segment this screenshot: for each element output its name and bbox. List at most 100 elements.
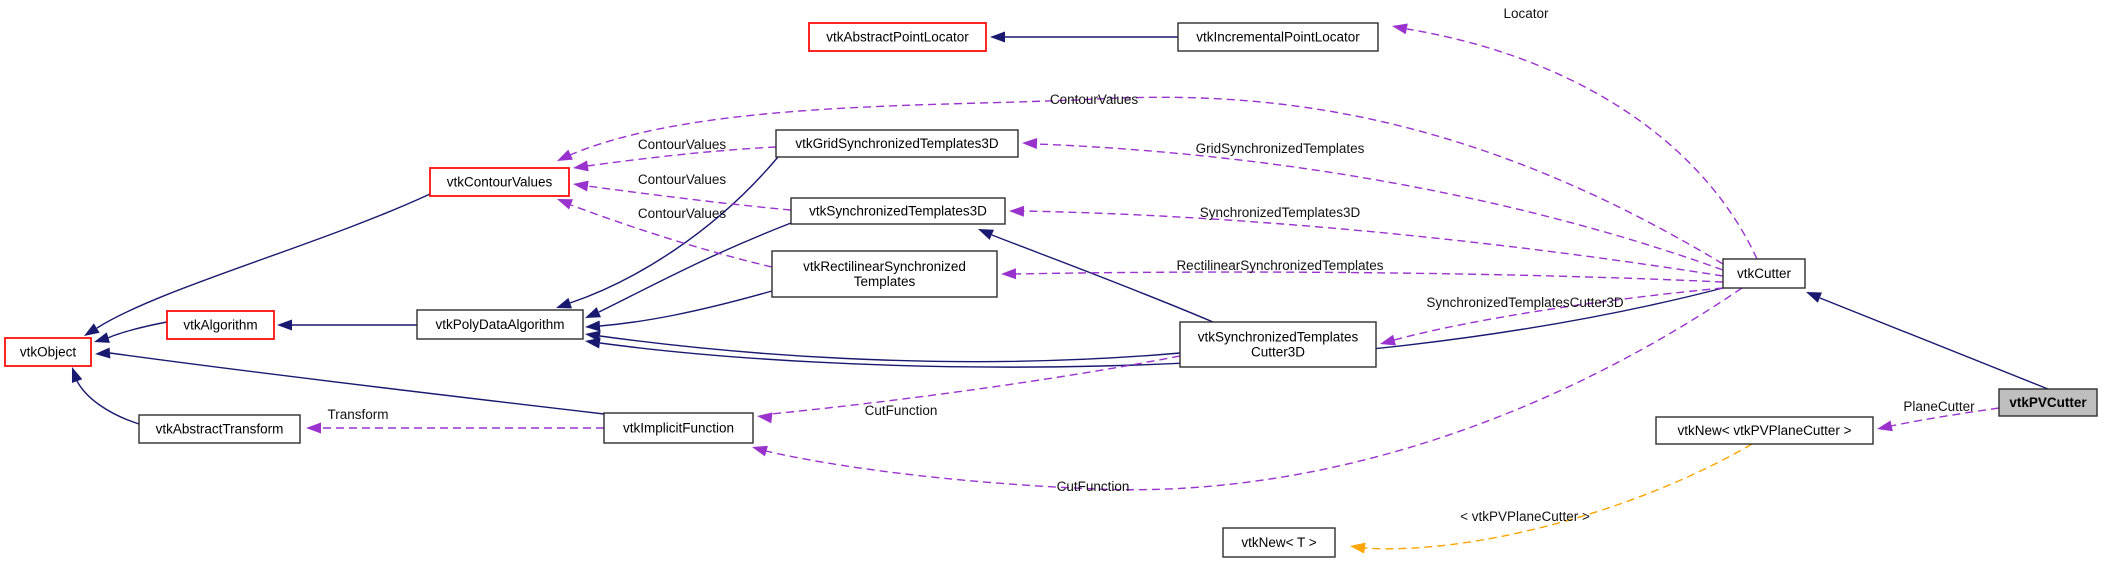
node-box[interactable] [1998, 388, 2098, 417]
node-vtkSynchronizedTemplates3D[interactable]: vtkSynchronizedTemplates3D [790, 197, 1006, 225]
arrowhead-icon [978, 229, 994, 240]
node-box[interactable] [808, 22, 987, 52]
edge-abstracttransform-inherits-object [71, 367, 140, 425]
arrowhead-icon [277, 319, 292, 331]
node-label-line: vtkIncrementalPointLocator [1196, 30, 1360, 45]
edge-label-cutter-uses-synchronizedtemplates3d: SynchronizedTemplates3D [1200, 205, 1361, 220]
edge-line-usage [765, 287, 1743, 491]
arrowhead-icon [1350, 542, 1366, 554]
arrowhead-icon [84, 323, 100, 336]
edge-synchronizedtemplatescutter3d-uses-cutfunction: CutFunction [757, 355, 1181, 424]
arrowhead-icon [557, 199, 573, 210]
edge-cutter-uses-cutfunction: CutFunction [752, 287, 1743, 494]
node-box[interactable] [1177, 22, 1379, 52]
edge-line-usage [770, 355, 1181, 415]
edge-rectilinearsynchronizedtemplates-inherits-polydataalgorithm [585, 290, 773, 332]
arrowhead-icon [1392, 23, 1408, 35]
edge-line-inheritance [598, 222, 792, 313]
node-label-line: vtkGridSynchronizedTemplates3D [795, 136, 999, 151]
node-box[interactable] [138, 414, 301, 444]
arrowhead-icon [1001, 268, 1017, 280]
edge-label-synchronizedtemplatescutter3d-uses-cutfunction: CutFunction [865, 403, 938, 418]
node-box[interactable] [771, 250, 998, 298]
node-vtkPVCutter[interactable]: vtkPVCutter [1998, 388, 2098, 417]
node-box[interactable] [1655, 416, 1874, 445]
edge-incrementalpointlocator-inherits-abstractpointlocator [990, 31, 1178, 43]
edge-implicitfunction-uses-transform: Transform [306, 407, 604, 434]
node-label: vtkAbstractPointLocator [826, 30, 969, 45]
node-label-line: Templates [854, 274, 916, 289]
edge-contourvalues-inherits-object [84, 193, 431, 336]
node-box[interactable] [416, 309, 584, 340]
arrowhead-icon [1380, 334, 1396, 346]
node-vtkPolyDataAlgorithm[interactable]: vtkPolyDataAlgorithm [416, 309, 584, 340]
edge-line-inheritance [96, 193, 431, 329]
node-vtkImplicitFunction[interactable]: vtkImplicitFunction [603, 412, 754, 444]
arrowhead-icon [71, 367, 83, 383]
node-label: vtkImplicitFunction [623, 421, 734, 436]
node-vtkAbstractTransform[interactable]: vtkAbstractTransform [138, 414, 301, 444]
edge-cutter-uses-locator: Locator [1392, 6, 1758, 260]
node-box[interactable] [790, 197, 1006, 225]
node-vtkAlgorithm[interactable]: vtkAlgorithm [166, 310, 275, 340]
node-vtkNew-vtkPVPlaneCutter[interactable]: vtkNew< vtkPVPlaneCutter > [1655, 416, 1874, 445]
node-vtkObject[interactable]: vtkObject [4, 337, 92, 367]
node-box[interactable] [775, 129, 1019, 158]
edge-line-usage [570, 204, 773, 268]
node-label-line: vtkCutter [1737, 266, 1792, 281]
edge-vtknew-instantiated-as-vtkpvplanecutter: < vtkPVPlaneCutter > [1350, 443, 1753, 554]
edge-label-vtknew-instantiated-as-vtkpvplanecutter: < vtkPVPlaneCutter > [1460, 509, 1590, 524]
edge-line-inheritance [109, 352, 605, 415]
edge-label-gridsynchronizedtemplates3d-uses-contourvalues: ContourValues [638, 137, 727, 152]
node-label: vtkCutter [1737, 266, 1792, 281]
arrowhead-icon [1806, 292, 1822, 303]
node-box[interactable] [4, 337, 92, 367]
edge-line-inheritance [991, 234, 1214, 323]
arrowhead-icon [1022, 138, 1038, 150]
arrowhead-icon [306, 422, 321, 434]
edge-label-cutter-uses-locator: Locator [1503, 6, 1549, 21]
edge-pvcutter-inherits-cutter [1806, 292, 2049, 390]
edge-line-inheritance [569, 156, 779, 304]
arrowhead-icon [1009, 205, 1025, 217]
node-vtkContourValues[interactable]: vtkContourValues [429, 167, 570, 197]
node-label: vtkIncrementalPointLocator [1196, 30, 1360, 45]
edge-label-pvcutter-uses-planecutter: PlaneCutter [1903, 399, 1975, 414]
edge-line-usage [586, 146, 777, 167]
edge-cutter-uses-gridsynchronizedtemplates: GridSynchronizedTemplates [1022, 138, 1724, 271]
node-label-line: vtkPolyDataAlgorithm [435, 317, 564, 332]
edge-cutter-uses-rectilinearsynchronizedtemplates: RectilinearSynchronizedTemplates [1001, 258, 1724, 283]
edge-rectilinearsynchronizedtemplates-uses-contourvalues: ContourValues [557, 199, 773, 268]
node-label-line: vtkAbstractPointLocator [826, 30, 969, 45]
node-box[interactable] [603, 412, 754, 444]
arrowhead-icon [573, 160, 589, 172]
node-box[interactable] [1179, 321, 1377, 368]
edge-cutter-inherits-polydataalgorithm [585, 287, 1724, 368]
node-box[interactable] [1722, 258, 1806, 289]
node-vtkCutter[interactable]: vtkCutter [1722, 258, 1806, 289]
node-label: vtkNew< T > [1241, 535, 1316, 550]
node-label-line: vtkImplicitFunction [623, 421, 734, 436]
edge-label-cutter-uses-synchronizedtemplatescutter3d: SynchronizedTemplatesCutter3D [1426, 295, 1624, 310]
node-vtkIncrementalPointLocator[interactable]: vtkIncrementalPointLocator [1177, 22, 1379, 52]
node-vtkNew-T[interactable]: vtkNew< T > [1222, 527, 1336, 558]
node-vtkAbstractPointLocator[interactable]: vtkAbstractPointLocator [808, 22, 987, 52]
arrowhead-icon [990, 31, 1005, 43]
edge-line-inheritance [107, 321, 168, 339]
edge-gridsynchronizedtemplates3d-uses-contourvalues: ContourValues [573, 137, 777, 172]
node-label: vtkPVCutter [2009, 395, 2087, 410]
node-box[interactable] [429, 167, 570, 197]
edge-cutter-uses-synchronizedtemplatescutter3d: SynchronizedTemplatesCutter3D [1380, 287, 1724, 346]
node-box[interactable] [1222, 527, 1336, 558]
node-label-line: vtkSynchronizedTemplates3D [809, 204, 987, 219]
edge-cutter-uses-synchronizedtemplates3d: SynchronizedTemplates3D [1009, 205, 1724, 277]
node-label-line: vtkNew< vtkPVPlaneCutter > [1677, 423, 1851, 438]
edge-label-rectilinearsynchronizedtemplates-uses-contourvalues: ContourValues [638, 206, 727, 221]
node-vtkGridSynchronizedTemplates3D[interactable]: vtkGridSynchronizedTemplates3D [775, 129, 1019, 158]
edge-cutter-uses-contourvalues: ContourValues [557, 92, 1724, 265]
node-box[interactable] [166, 310, 275, 340]
node-label: vtkNew< vtkPVPlaneCutter > [1677, 423, 1851, 438]
